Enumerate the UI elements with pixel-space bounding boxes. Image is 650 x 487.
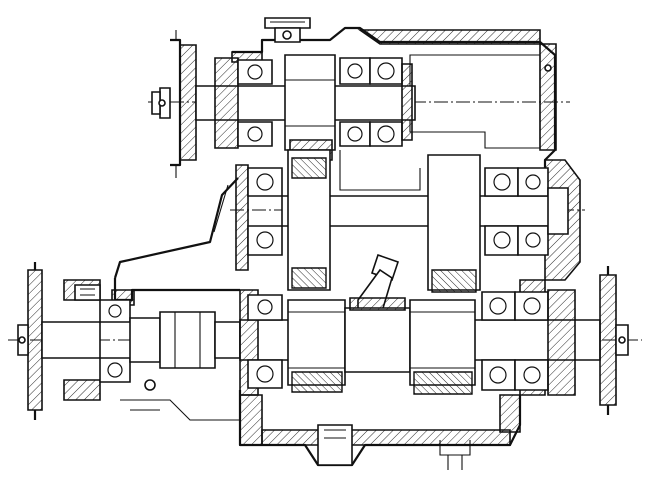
filler-plug [74,284,101,301]
input-shaft-assembly [148,30,570,178]
intermediate-shaft-assembly [230,149,585,293]
output-shaft-assembly [8,262,642,420]
breather-cap [264,17,311,43]
